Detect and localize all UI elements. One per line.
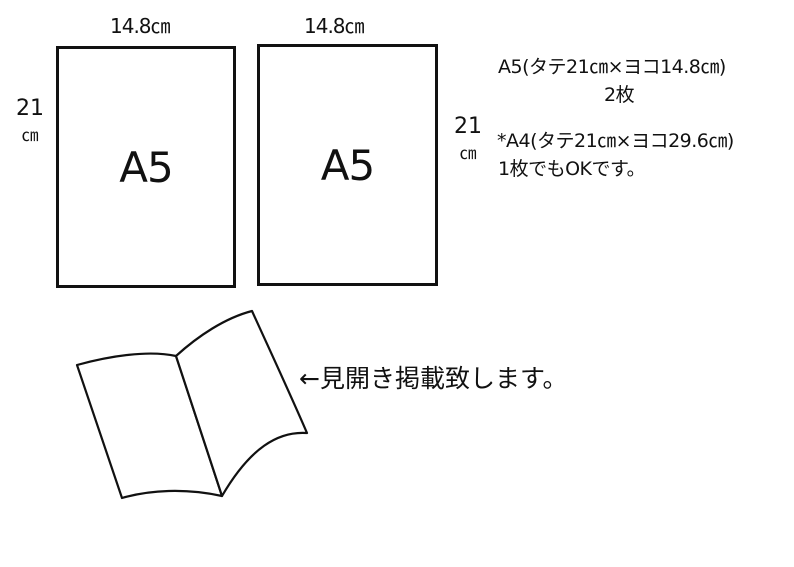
spread-caption: ←見開き掲載致します。 (299, 364, 568, 393)
sheet-1-width-label: 14.8㎝ (110, 14, 171, 38)
booklet-right-page (174, 309, 309, 498)
sheet-1-a5-rectangle: A5 (56, 46, 236, 288)
sheet-2-height-unit: ㎝ (459, 144, 477, 164)
sheet-2-height-label: 21 ㎝ (454, 116, 482, 163)
sheet-2-height-value: 21 (454, 114, 482, 139)
sheet-1-label: A5 (119, 142, 173, 192)
sheet-2-a5-rectangle: A5 (257, 44, 438, 286)
sheet-2-label: A5 (320, 140, 375, 190)
size-note: A5(タテ21㎝×ヨコ14.8㎝) (498, 56, 726, 78)
a4-ok-note: 1枚でもOKです。 (498, 158, 646, 180)
sheet-1-height-unit: ㎝ (21, 126, 39, 146)
a4-alternative-note: *A4(タテ21㎝×ヨコ29.6㎝) (497, 130, 734, 152)
sheet-2-width-label: 14.8㎝ (304, 14, 365, 38)
count-note: 2枚 (604, 84, 635, 106)
sheet-1-height-label: 21 ㎝ (16, 98, 44, 145)
sheet-1-height-value: 21 (16, 96, 44, 121)
